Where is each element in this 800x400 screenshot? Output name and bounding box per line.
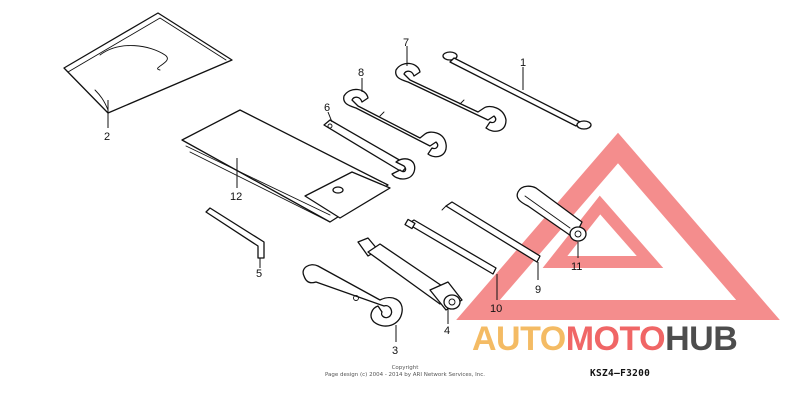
- watermark-triangle-icon: [456, 132, 780, 320]
- socket-wrench: [357, 237, 463, 311]
- callout-part-3[interactable]: 3: [392, 345, 398, 357]
- tool-pouch: [181, 109, 391, 223]
- callout-part-12[interactable]: 12: [230, 191, 242, 203]
- hex-key: [205, 207, 265, 259]
- callout-part-10[interactable]: 10: [490, 303, 502, 315]
- callout-part-4[interactable]: 4: [444, 325, 450, 337]
- watermark-logo: AUTOMOTOHUB: [456, 132, 780, 358]
- callout-part-11[interactable]: 11: [571, 261, 582, 273]
- screwdriver-blade-phillips: [404, 218, 497, 275]
- callout-part-2[interactable]: 2: [104, 131, 110, 143]
- callout-part-8[interactable]: 8: [358, 67, 364, 79]
- open-end-wrench-small: [323, 119, 416, 180]
- svg-text:AUTOMOTOHUB: AUTOMOTOHUB: [472, 320, 737, 358]
- tool-bag: [63, 12, 233, 114]
- callout-part-5[interactable]: 5: [256, 268, 262, 280]
- screwdriver-blade: [441, 201, 541, 263]
- copyright-line-2: Page design (c) 2004 - 2014 by ARI Netwo…: [324, 372, 486, 378]
- open-end-wrench-large: [395, 62, 507, 132]
- callout-part-7[interactable]: 7: [403, 37, 409, 49]
- watermark-text-auto: AUTO: [472, 320, 566, 358]
- copyright-line-1: Copyright: [391, 365, 419, 371]
- callout-part-6[interactable]: 6: [324, 102, 330, 114]
- diagram-code: KSZ4—F3200: [590, 368, 651, 379]
- callout-part-9[interactable]: 9: [535, 284, 541, 296]
- callout-part-1[interactable]: 1: [520, 57, 526, 69]
- extension-rod: [442, 51, 592, 130]
- watermark-text-moto: MOTO: [566, 320, 665, 358]
- pin-spanner-wrench: [302, 264, 403, 327]
- screwdriver-handle: [516, 185, 587, 242]
- open-end-wrench-medium: [343, 88, 447, 158]
- watermark-text-hub: HUB: [665, 320, 737, 358]
